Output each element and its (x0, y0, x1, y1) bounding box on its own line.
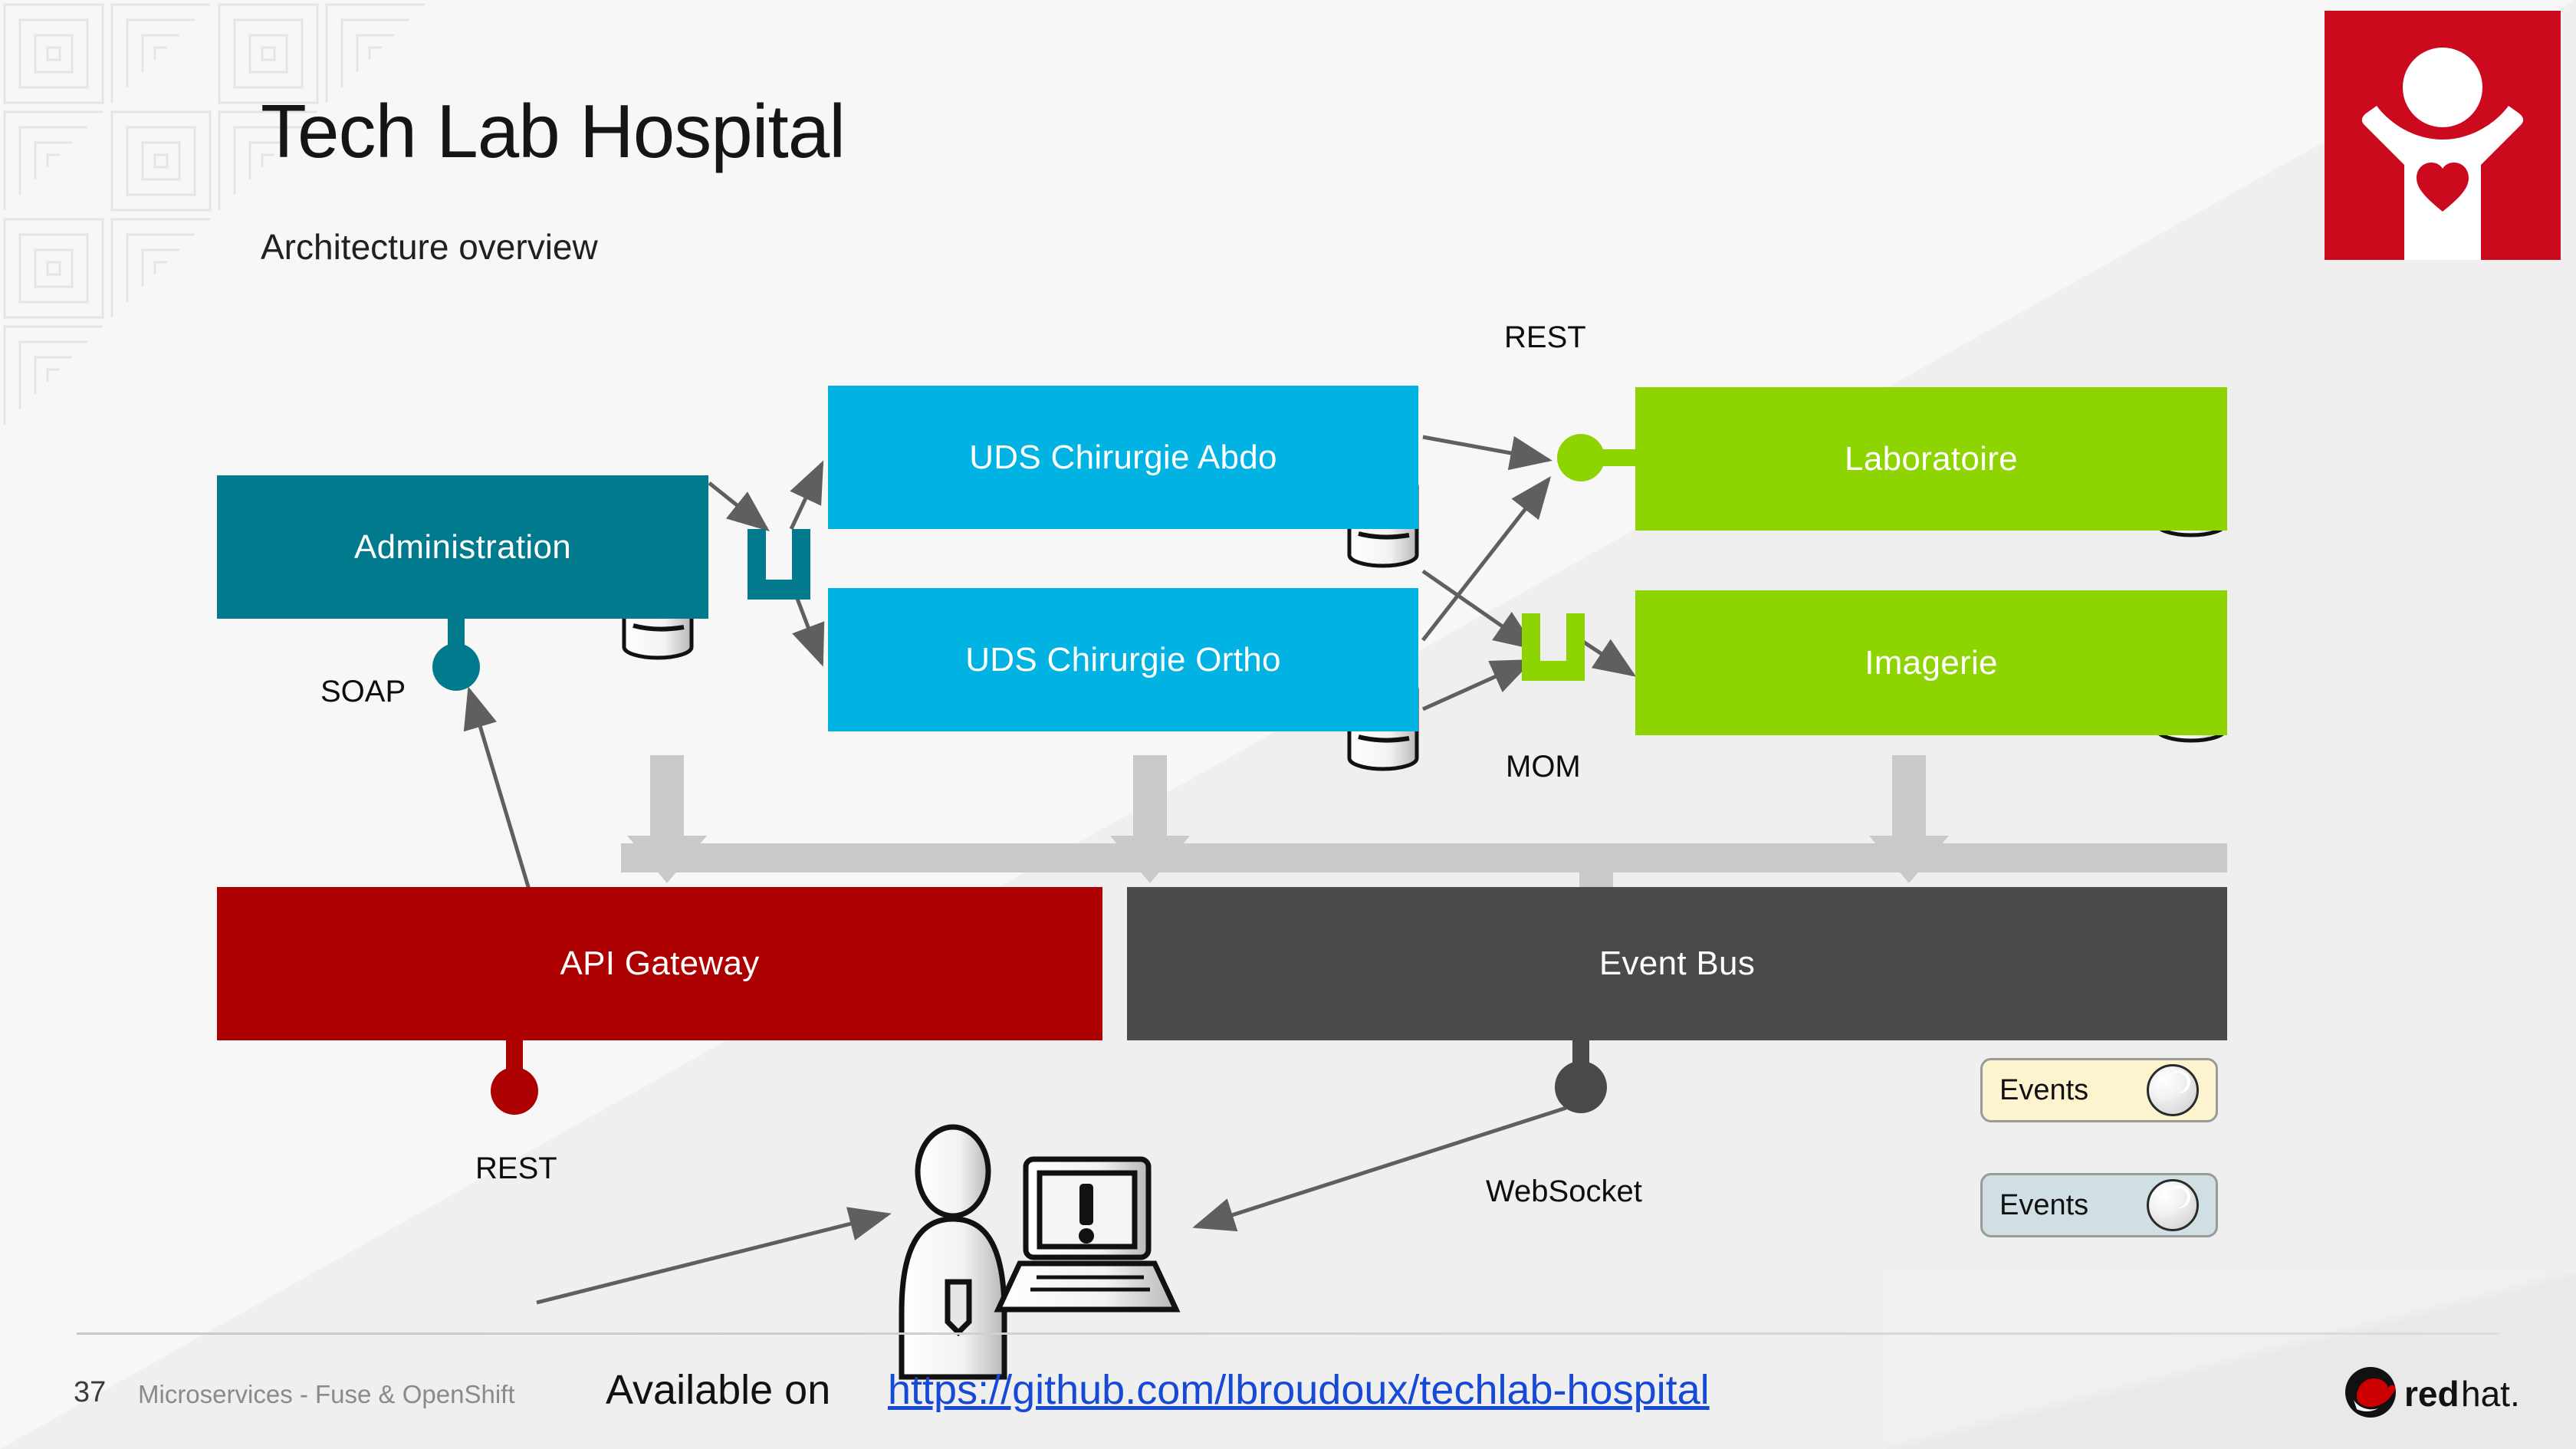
node-label: Laboratoire (1845, 439, 2018, 478)
node-label: Imagerie (1865, 643, 1998, 682)
label-soap: SOAP (320, 675, 406, 708)
node-label: Event Bus (1598, 945, 1756, 982)
lollipop-rest-red (491, 1040, 538, 1115)
label-websocket: WebSocket (1486, 1175, 1642, 1208)
legend-item-events-blue[interactable]: Events (1980, 1173, 2218, 1237)
socket-mom-green (1522, 613, 1585, 681)
label-rest-bottom: REST (475, 1152, 557, 1185)
redhat-logo: red hat. (2344, 1363, 2551, 1421)
node-label: UDS Chirurgie Ortho (965, 640, 1281, 678)
node-uds-chirurgie-ortho[interactable]: UDS Chirurgie Ortho (828, 588, 1418, 731)
corner-shade-bottom-right (1886, 1273, 2576, 1449)
legend-item-events-yellow[interactable]: Events (1980, 1058, 2218, 1122)
node-laboratoire[interactable]: Laboratoire (1635, 387, 2227, 531)
node-event-bus[interactable]: Event Bus (1127, 887, 2227, 1040)
node-api-gateway[interactable]: API Gateway (217, 887, 1102, 1040)
footer-divider (77, 1332, 2499, 1335)
svg-text:hat.: hat. (2461, 1374, 2520, 1414)
user-with-laptop-icon (899, 1124, 1181, 1380)
page-subtitle: Architecture overview (261, 227, 598, 267)
socket-soap-teal (748, 529, 810, 600)
svg-text:red: red (2404, 1374, 2459, 1414)
available-on-label: Available on (606, 1367, 831, 1413)
legend-label: Events (1999, 1188, 2089, 1221)
node-label: API Gateway (560, 945, 760, 982)
repo-url-link[interactable]: https://github.com/lbroudoux/techlab-hos… (888, 1367, 1710, 1413)
node-imagerie[interactable]: Imagerie (1635, 590, 2227, 735)
node-label: Administration (354, 527, 571, 566)
hospital-child-heart-logo (2325, 11, 2561, 260)
node-uds-chirurgie-abdo[interactable]: UDS Chirurgie Abdo (828, 386, 1418, 529)
page-title: Tech Lab Hospital (261, 89, 846, 173)
sphere-icon (2147, 1179, 2199, 1231)
page-number: 37 (74, 1376, 107, 1408)
lollipop-rest-green (1557, 434, 1638, 481)
node-label: UDS Chirurgie Abdo (969, 438, 1277, 476)
label-rest-top: REST (1504, 320, 1586, 354)
sphere-icon (2147, 1064, 2199, 1116)
lollipop-websocket (1555, 1040, 1607, 1113)
lollipop-soap (432, 619, 480, 691)
node-administration[interactable]: Administration (217, 475, 708, 619)
legend-label: Events (1999, 1073, 2089, 1106)
label-mom: MOM (1506, 750, 1581, 784)
deck-name: Microservices - Fuse & OpenShift (138, 1380, 515, 1408)
